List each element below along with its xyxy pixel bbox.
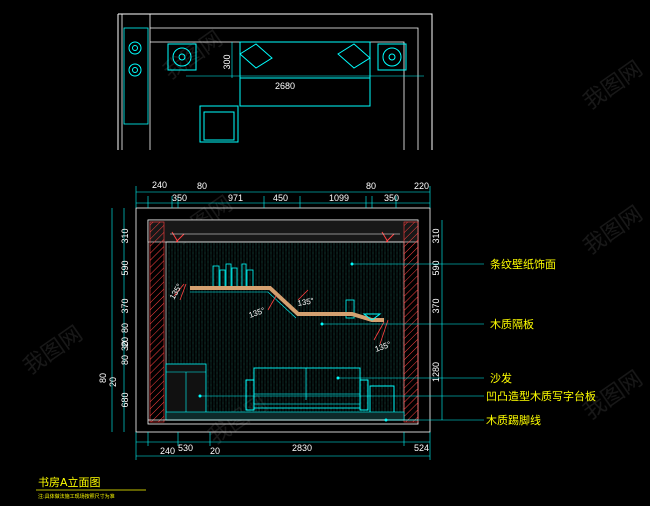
top-dim: 1099 — [329, 193, 349, 203]
watermark-text: 我图网 — [579, 57, 647, 115]
top-dim: 220 — [414, 181, 429, 191]
top-dim: 80 — [197, 181, 207, 191]
left-dim: 370 — [120, 298, 130, 313]
elevation-view: 135° 135° 135° 135° — [98, 180, 596, 460]
left-dim: 80 — [120, 355, 130, 365]
title-block: 书房A立面图 注:具体做法施工现场按照尺寸为准 — [36, 475, 146, 500]
right-dim: 1280 — [431, 362, 441, 382]
bottom-dim: 2830 — [292, 443, 312, 453]
left-dim: 80 — [98, 373, 108, 383]
top-dim: 350 — [172, 193, 187, 203]
drawing-title: 书房A立面图 — [38, 475, 101, 489]
callout-label: 木质踢脚线 — [486, 413, 541, 427]
callout-label: 凹凸造型木质写字台板 — [486, 389, 596, 403]
left-dim: 680 — [120, 392, 130, 407]
callout-label: 沙发 — [490, 371, 512, 385]
watermark-text: 我图网 — [579, 202, 647, 260]
top-dim: 80 — [366, 181, 376, 191]
top-dim: 350 — [384, 193, 399, 203]
right-dim: 370 — [431, 298, 441, 313]
plan-view: 300 2680 — [117, 13, 433, 150]
left-dim: 30 — [120, 341, 130, 351]
left-dim: 80 — [120, 323, 130, 333]
callout-label: 木质隔板 — [490, 317, 534, 331]
right-dim: 310 — [431, 228, 441, 243]
drawing-subtitle: 注:具体做法施工现场按照尺寸为准 — [38, 493, 115, 500]
plan-depth-dim: 300 — [222, 54, 232, 69]
bottom-dim: 524 — [414, 443, 429, 453]
plan-width-dim: 2680 — [275, 81, 295, 91]
top-dim: 971 — [228, 193, 243, 203]
bottom-dim: 240 — [160, 446, 175, 456]
left-dim: 310 — [120, 228, 130, 243]
bottom-dim: 20 — [210, 446, 220, 456]
angle-label: 135° — [297, 296, 315, 308]
bottom-dim: 530 — [178, 443, 193, 453]
left-dim: 20 — [120, 337, 130, 347]
top-dim: 240 — [152, 180, 167, 190]
left-dim: 20 — [108, 377, 118, 387]
top-dim: 450 — [273, 193, 288, 203]
right-dim: 590 — [431, 260, 441, 275]
left-dim: 590 — [120, 260, 130, 275]
watermark-text: 我图网 — [19, 322, 87, 380]
callout-label: 条纹壁纸饰面 — [490, 257, 556, 271]
